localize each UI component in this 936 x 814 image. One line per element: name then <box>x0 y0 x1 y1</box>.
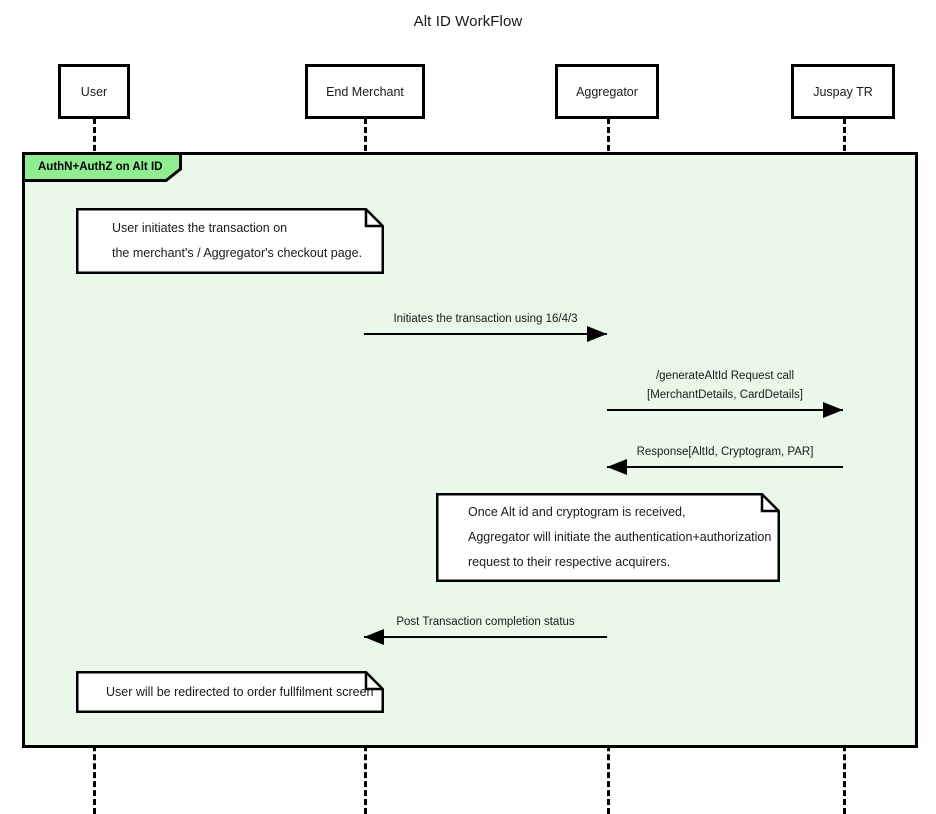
arrowhead-right-icon <box>587 326 607 342</box>
page-title: Alt ID WorkFlow <box>413 13 523 30</box>
message-label-group: /generateAltId Request call [MerchantDet… <box>607 367 843 405</box>
arrowhead-left-icon <box>607 459 627 475</box>
message-line <box>364 636 607 638</box>
note-line: the merchant's / Aggregator's checkout p… <box>112 246 363 260</box>
message-initiates-transaction: Initiates the transaction using 16/4/3 <box>364 310 607 342</box>
message-label: Post Transaction completion status <box>396 616 575 628</box>
message-response-altid: Response[AltId, Cryptogram, PAR] <box>607 443 843 475</box>
note-aggregator-auth: Once Alt id and cryptogram is received, … <box>436 493 780 582</box>
message-line <box>607 466 843 468</box>
message-label: Response[AltId, Cryptogram, PAR] <box>636 446 814 458</box>
message-label-group: Initiates the transaction using 16/4/3 <box>364 310 607 329</box>
message-label: [MerchantDetails, CardDetails] <box>647 389 803 401</box>
note-line: User will be redirected to order fullfil… <box>106 684 374 699</box>
participant-end-merchant[interactable]: End Merchant <box>305 64 425 119</box>
note-line: Once Alt id and cryptogram is received, <box>468 505 686 519</box>
fragment-label-text: AuthN+AuthZ on Alt ID <box>38 161 163 173</box>
note-redirect: User will be redirected to order fullfil… <box>76 671 384 713</box>
message-label: /generateAltId Request call <box>655 370 795 382</box>
message-post-transaction-status: Post Transaction completion status <box>364 613 607 645</box>
participant-label: User <box>80 84 108 99</box>
message-label-group: Post Transaction completion status <box>364 613 607 632</box>
note-line: User initiates the transaction on <box>112 221 288 235</box>
participant-aggregator[interactable]: Aggregator <box>555 64 659 119</box>
participant-label: End Merchant <box>326 84 404 99</box>
note-user-initiates: User initiates the transaction on the me… <box>76 208 384 274</box>
message-line <box>607 409 843 411</box>
arrowhead-right-icon <box>823 402 843 418</box>
participant-user[interactable]: User <box>58 64 130 119</box>
message-line <box>364 333 607 335</box>
participant-label: Juspay TR <box>813 84 873 99</box>
note-line: request to their respective acquirers. <box>468 555 671 569</box>
message-label: Initiates the transaction using 16/4/3 <box>393 313 578 325</box>
message-label-group: Response[AltId, Cryptogram, PAR] <box>607 443 843 462</box>
fragment-label-tag: AuthN+AuthZ on Alt ID <box>22 152 182 182</box>
participant-label: Aggregator <box>576 84 638 99</box>
note-line: Aggregator will initiate the authenticat… <box>468 530 772 544</box>
arrowhead-left-icon <box>364 629 384 645</box>
message-generate-altid-request: /generateAltId Request call [MerchantDet… <box>607 367 843 418</box>
participant-juspay-tr[interactable]: Juspay TR <box>791 64 895 119</box>
